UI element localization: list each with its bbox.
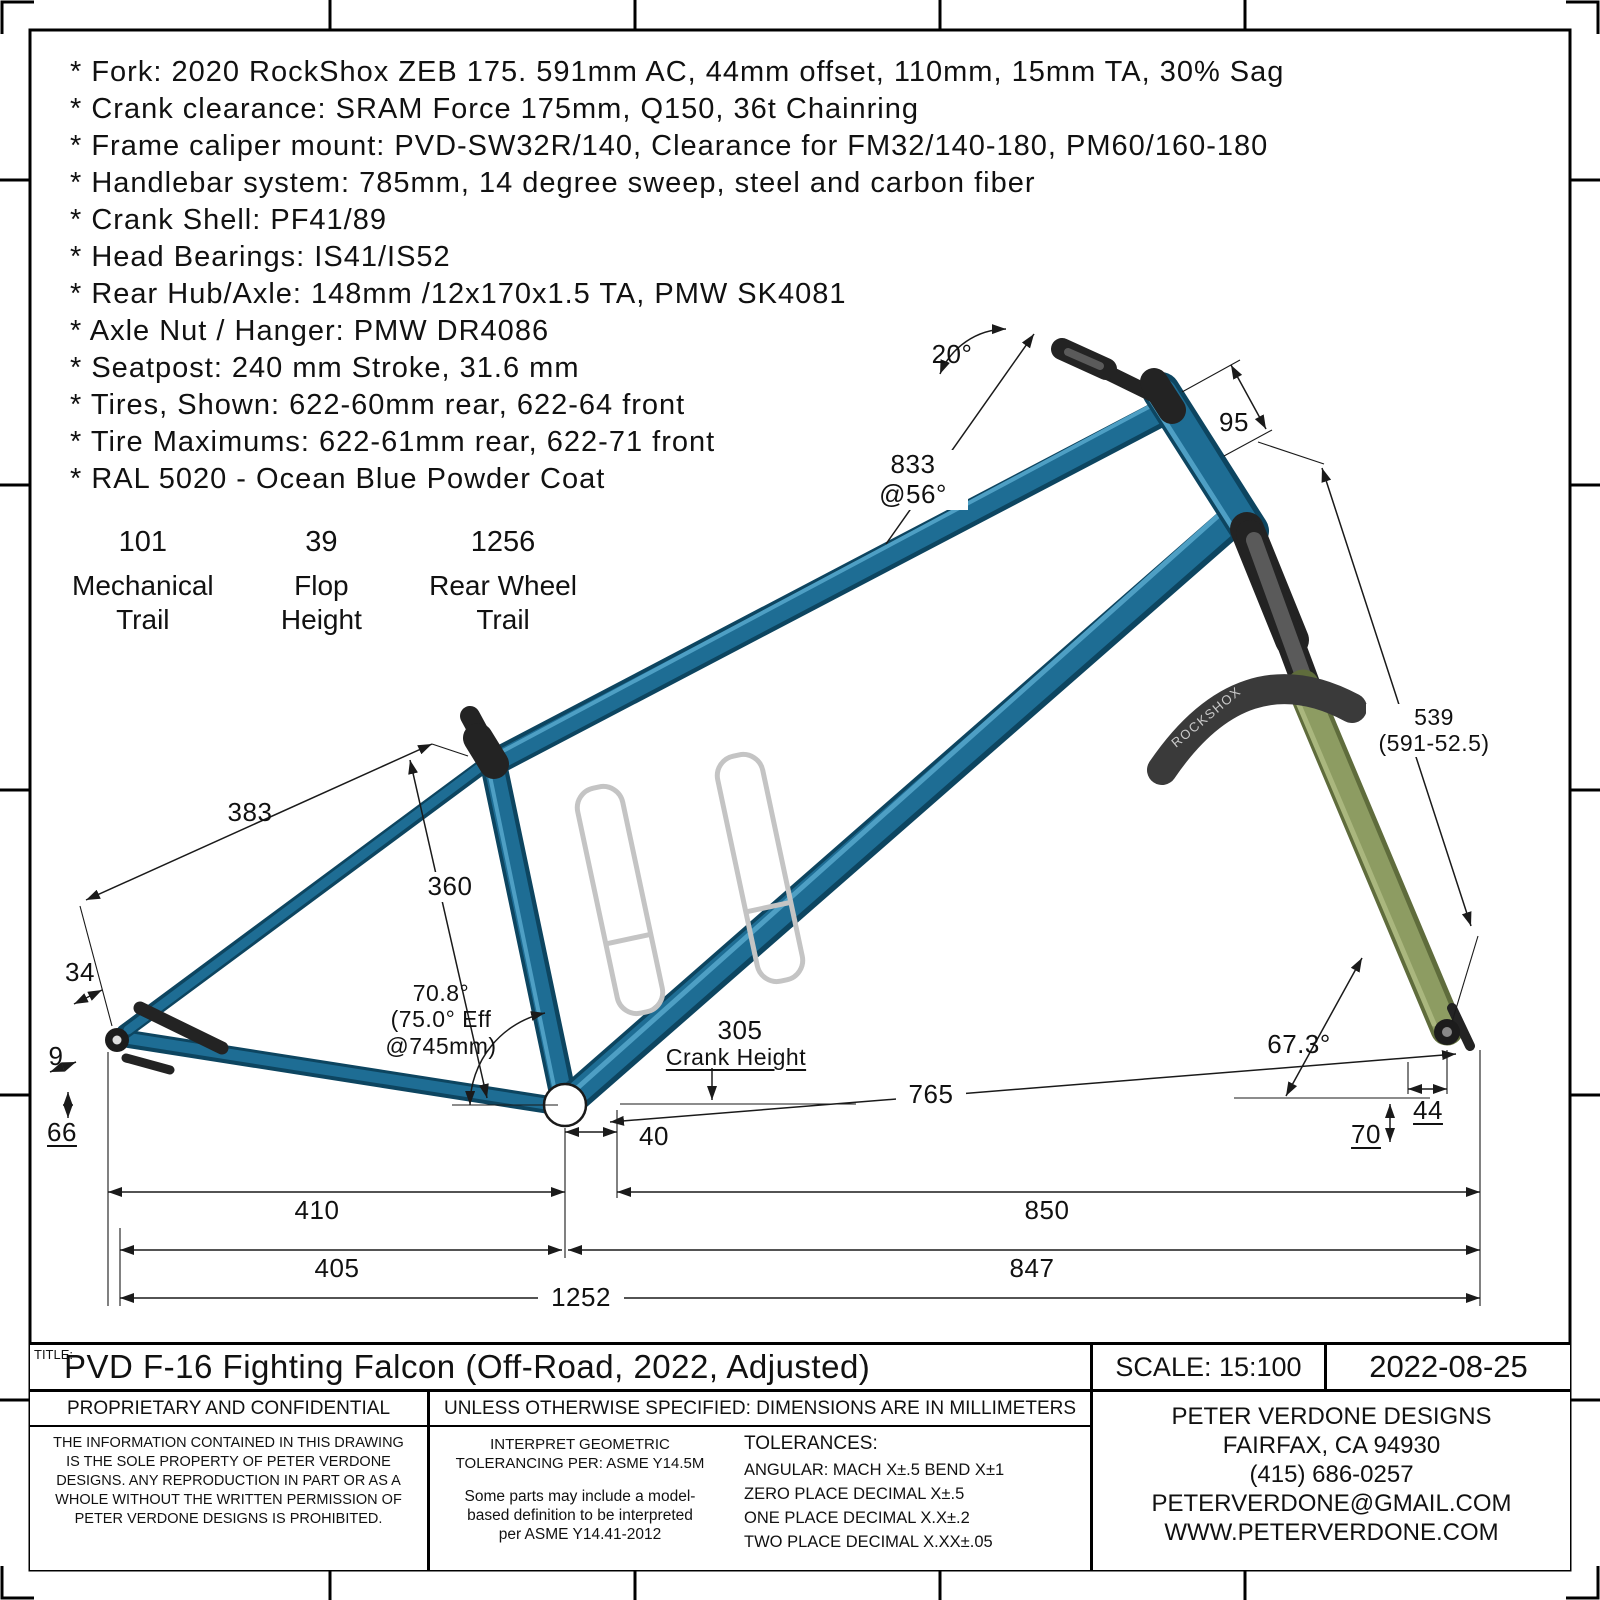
spec-heading: UNLESS OTHERWISE SPECIFIED: DIMENSIONS A… [430, 1392, 1090, 1427]
model-note: Some parts may include a model- based de… [464, 1488, 696, 1543]
stat-label: Mechanical Trail [72, 570, 214, 635]
proprietary-heading: PROPRIETARY AND CONFIDENTIAL [30, 1392, 427, 1427]
company-cell: PETER VERDONE DESIGNS FAIRFAX, CA 94930 … [1093, 1392, 1570, 1570]
spec-line: * Handlebar system: 785mm, 14 degree swe… [70, 167, 1036, 199]
tolerance-line: ONE PLACE DECIMAL X.X±.2 [744, 1509, 970, 1527]
stat-value: 1256 [470, 526, 536, 558]
spec-line: * Crank clearance: SRAM Force 175mm, Q15… [70, 93, 920, 125]
title-cell: TITLE: PVD F-16 Fighting Falcon (Off-Roa… [30, 1345, 1093, 1389]
dim-34: 34 [65, 957, 95, 987]
spec-line: * Tire Maximums: 622-61mm rear, 622-71 f… [70, 426, 716, 458]
spec-line: * Head Bearings: IS41/IS52 [70, 241, 451, 273]
stat-value: 39 [305, 526, 338, 558]
spec-line: * Rear Hub/Axle: 148mm /12x170x1.5 TA, P… [70, 278, 847, 310]
interpret-text: INTERPRET GEOMETRIC TOLERANCING PER: ASM… [455, 1436, 705, 1472]
dim-chainstay: 410 [294, 1195, 340, 1225]
stat-flop-height: 39 Flop Height [281, 526, 362, 637]
company-name: PETER VERDONE DESIGNS [1171, 1403, 1492, 1430]
scale-cell: SCALE: 15:100 [1093, 1345, 1327, 1389]
spec-line: * Tires, Shown: 622-60mm rear, 622-64 fr… [70, 389, 686, 421]
stat-label: Flop Height [280, 570, 362, 635]
info-row: PROPRIETARY AND CONFIDENTIAL THE INFORMA… [30, 1392, 1570, 1570]
front-hub [1434, 1003, 1475, 1051]
dim-66: 66 [47, 1117, 77, 1147]
title-tag: TITLE: [34, 1347, 74, 1362]
spec-line: * Frame caliper mount: PVD-SW32R/140, Cl… [70, 130, 1269, 162]
dim-847: 847 [1009, 1253, 1055, 1283]
title-block: TITLE: PVD F-16 Fighting Falcon (Off-Roa… [30, 1342, 1570, 1570]
geometry-stats: 101 Mechanical Trail 39 Flop Height 1256… [72, 526, 577, 637]
tolerances-block: TOLERANCES: ANGULAR: MACH X±.5 BEND X±1 … [730, 1427, 1090, 1554]
tolerance-line: ANGULAR: MACH X±.5 BEND X±1 [744, 1461, 1005, 1479]
spec-line: * Seatpost: 240 mm Stroke, 31.6 mm [70, 352, 580, 384]
rear-dropout [105, 1001, 229, 1075]
dim-seat-angle: 70.8° (75.0° Eff @745mm) [385, 980, 497, 1059]
dim-front-axis-833: 833 @56° [858, 449, 968, 510]
bike-frame [113, 372, 1269, 1120]
company-phone: (415) 686-0257 [1249, 1461, 1414, 1488]
dim-fork-length: 539 (591-52.5) [1366, 704, 1502, 757]
dim-wheelbase: 1252 [538, 1282, 624, 1313]
dim-seatstay: 383 [227, 797, 273, 827]
date-cell: 2022-08-25 [1369, 1349, 1528, 1384]
dim-crank-height-label: Crank Height [665, 1044, 807, 1070]
stat-value: 101 [118, 526, 168, 558]
company-website: WWW.PETERVERDONE.COM [1164, 1519, 1499, 1546]
dimension-lines [49, 324, 1481, 1306]
dim-crank-height-value: 305 [717, 1015, 763, 1045]
seatpost [460, 706, 509, 779]
dim-fork-offset: 44 [1413, 1095, 1443, 1125]
stat-label: Rear Wheel Trail [429, 570, 577, 635]
fork [1230, 512, 1464, 1046]
spec-line: * Axle Nut / Hanger: PMW DR4086 [70, 315, 550, 347]
bottle-cage-2 [714, 751, 806, 985]
dim-850: 850 [1024, 1195, 1070, 1225]
tolerance-cell: UNLESS OTHERWISE SPECIFIED: DIMENSIONS A… [430, 1392, 1093, 1570]
bottle-cage-1 [574, 783, 666, 1017]
title-row: TITLE: PVD F-16 Fighting Falcon (Off-Roa… [30, 1345, 1570, 1392]
dim-head-angle: 67.3° [1267, 1029, 1331, 1059]
spec-line: * Crank Shell: PF41/89 [70, 204, 387, 236]
dim-bar-backsweep-angle: 20° [931, 339, 973, 369]
dim-405: 405 [314, 1253, 360, 1283]
dim-head-extension: 95 [1219, 407, 1249, 437]
interpret-block: INTERPRET GEOMETRIC TOLERANCING PER: ASM… [430, 1427, 730, 1554]
dim-9: 9 [48, 1041, 64, 1071]
dim-70: 70 [1351, 1119, 1381, 1149]
tolerances-heading: TOLERANCES: [744, 1433, 878, 1454]
dim-40: 40 [639, 1121, 669, 1151]
spec-list: * Fork: 2020 RockShox ZEB 175. 591mm AC,… [70, 54, 1284, 498]
spec-line: * Fork: 2020 RockShox ZEB 175. 591mm AC,… [70, 56, 1285, 88]
stat-rear-wheel-trail: 1256 Rear Wheel Trail [429, 526, 577, 637]
dim-front-center: 765 [896, 1079, 966, 1110]
proprietary-text: THE INFORMATION CONTAINED IN THIS DRAWIN… [53, 1435, 404, 1527]
stat-mechanical-trail: 101 Mechanical Trail [72, 526, 214, 637]
proprietary-cell: PROPRIETARY AND CONFIDENTIAL THE INFORMA… [30, 1392, 430, 1570]
dim-seattube-length: 360 [417, 871, 483, 902]
tolerance-line: TWO PLACE DECIMAL X.XX±.05 [744, 1533, 993, 1551]
tolerance-line: ZERO PLACE DECIMAL X±.5 [744, 1485, 965, 1503]
drawing-title: PVD F-16 Fighting Falcon (Off-Road, 2022… [64, 1348, 871, 1385]
spec-line: * RAL 5020 - Ocean Blue Powder Coat [70, 463, 606, 495]
company-email: PETERVERDONE@GMAIL.COM [1151, 1490, 1512, 1517]
company-city: FAIRFAX, CA 94930 [1222, 1432, 1441, 1459]
handlebar [1051, 338, 1186, 424]
